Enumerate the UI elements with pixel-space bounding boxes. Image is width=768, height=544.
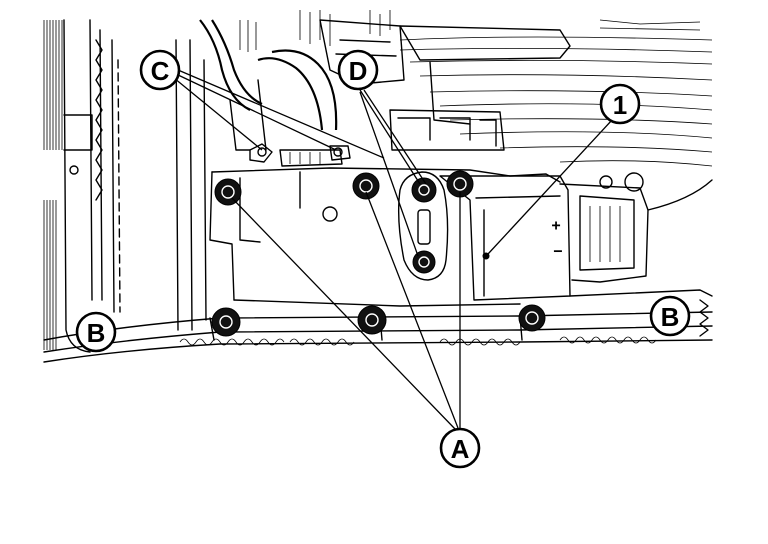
svg-text:D: D [349, 56, 368, 86]
leader-lines [173, 69, 613, 431]
bolt-a-2 [352, 172, 380, 200]
svg-text:1: 1 [613, 90, 627, 120]
bolts-A [211, 170, 546, 337]
callout-1: 1 [599, 83, 641, 125]
bolt-d-1 [411, 177, 437, 203]
bolt-a-4 [211, 307, 241, 337]
svg-text:C: C [151, 56, 170, 86]
callout-d: D [337, 49, 379, 91]
callout-c: C [139, 49, 181, 91]
cable-clamps [249, 143, 351, 167]
minus-sign: − [553, 244, 562, 261]
bolt-a-6 [518, 304, 546, 332]
svg-text:B: B [87, 318, 106, 348]
callout-b-left: B [75, 311, 117, 353]
callout-a: A [439, 427, 481, 469]
plus-sign: + [551, 218, 560, 235]
callout-b-right: B [649, 295, 691, 337]
vehicle-structure [43, 19, 713, 363]
svg-text:A: A [451, 434, 470, 464]
bolt-a-1 [214, 178, 242, 206]
bolts-D [411, 177, 437, 274]
background-texture [43, 10, 713, 350]
bolt-d-2 [412, 250, 436, 274]
svg-text:B: B [661, 302, 680, 332]
battery-marker [482, 252, 490, 260]
bolt-a-5 [357, 305, 387, 335]
